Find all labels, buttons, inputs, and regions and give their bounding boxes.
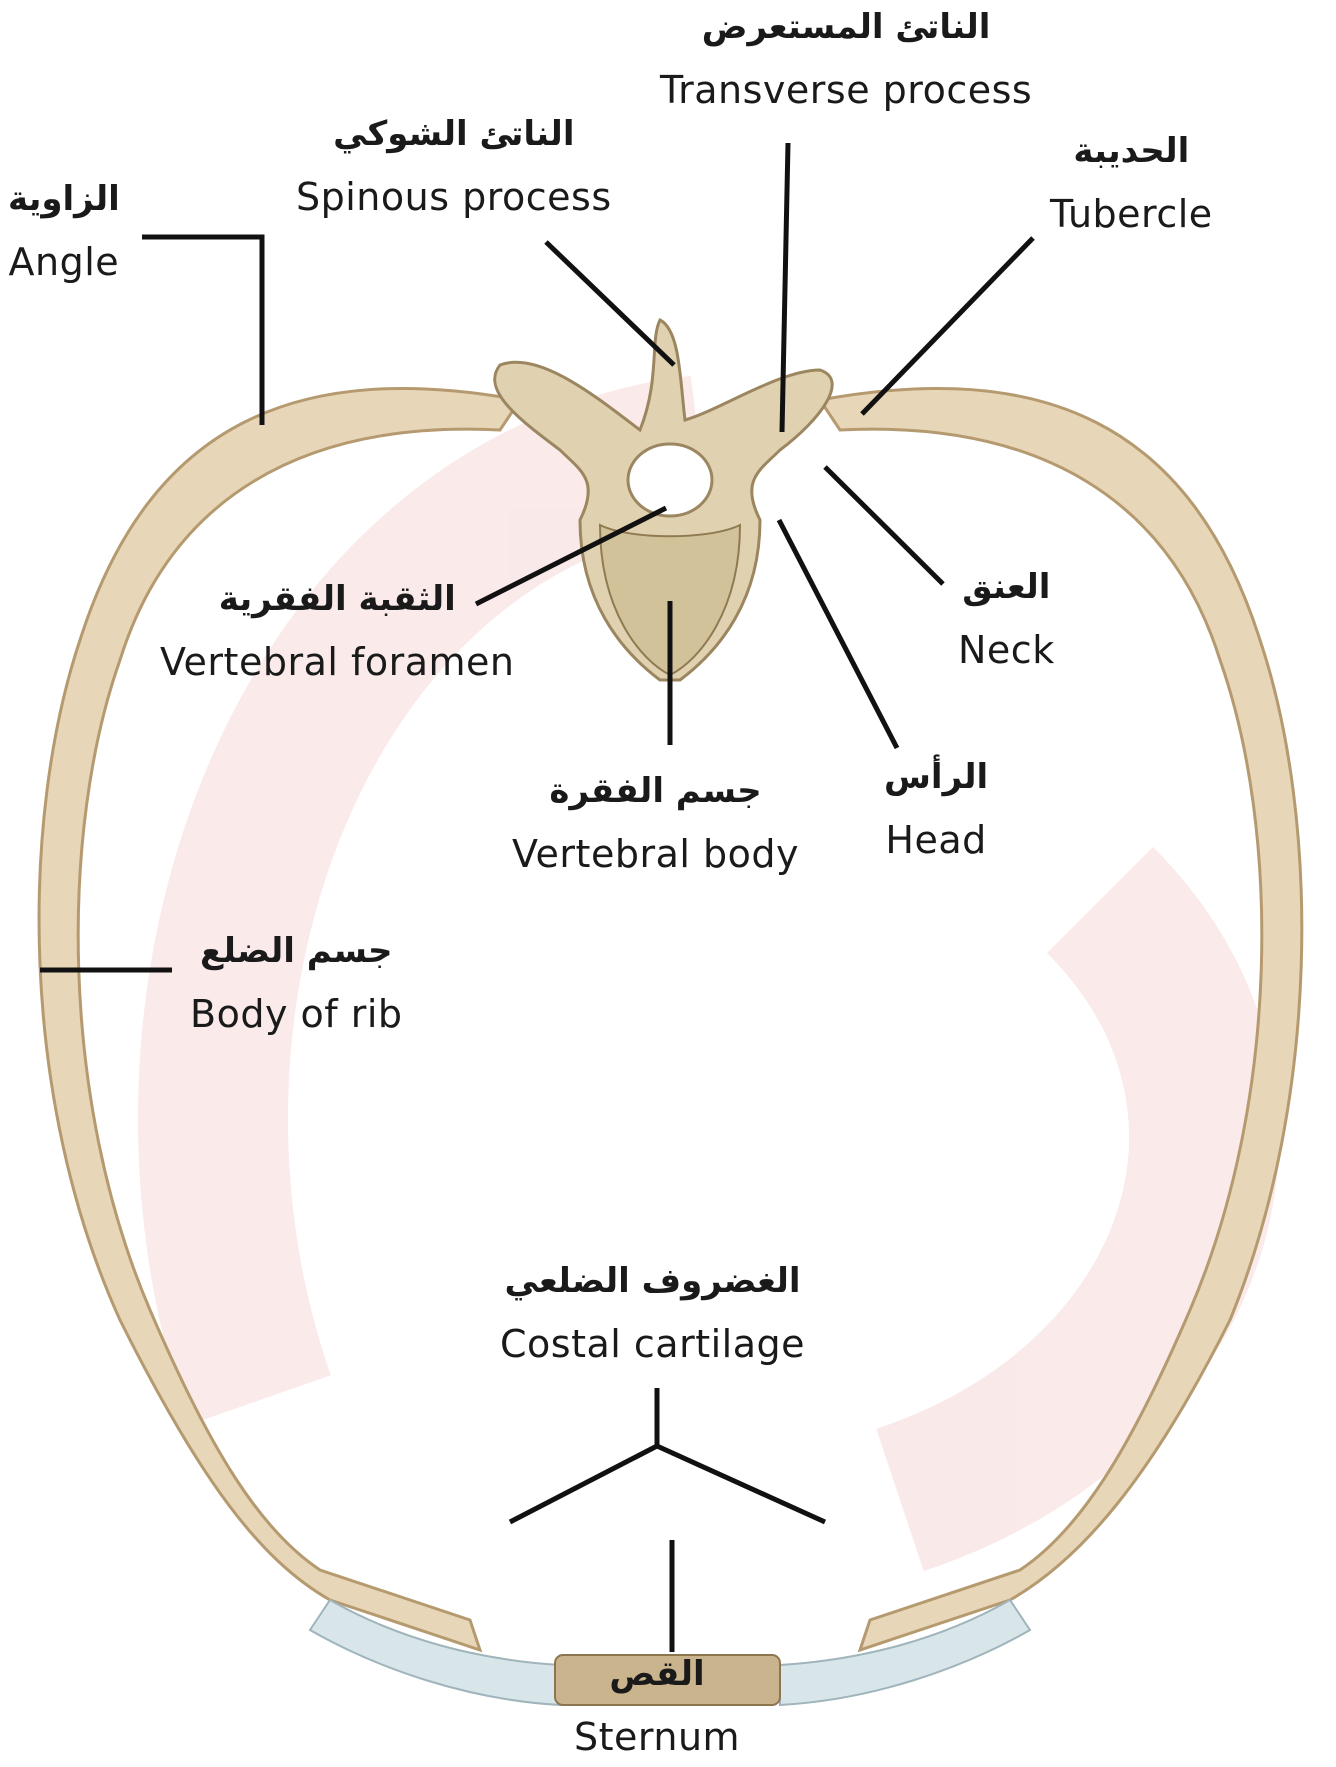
leader-costal [510,1388,825,1522]
leader-angle [142,237,262,425]
spinous-process-english: Spinous process [296,176,612,220]
costal-cartilage-arabic: الغضروف الضلعي [500,1262,805,1301]
angle-arabic: الزاوية [8,180,120,219]
leader-head [779,520,897,748]
sternum-arabic: القص [574,1655,740,1694]
label-vertebral-foramen: الثقبة الفقرية Vertebral foramen [160,580,515,685]
leader-neck [825,467,943,584]
tubercle-english: Tubercle [1050,193,1213,237]
label-neck: العنق Neck [958,568,1055,673]
leader-spinous [546,242,674,365]
label-body-of-rib: جسم الضلع Body of rib [190,932,403,1037]
label-tubercle: الحديبة Tubercle [1050,132,1213,237]
vertebral-foramen-english: Vertebral foramen [160,641,515,685]
label-sternum: القص Sternum [574,1655,740,1760]
angle-english: Angle [8,241,120,285]
neck-arabic: العنق [958,568,1055,607]
label-head: الرأس Head [884,758,988,863]
sternum-english: Sternum [574,1716,740,1760]
label-spinous-process: الناتئ الشوكي Spinous process [296,115,612,220]
body-of-rib-arabic: جسم الضلع [190,932,403,971]
costal-cartilage-english: Costal cartilage [500,1323,805,1367]
label-costal-cartilage: الغضروف الضلعي Costal cartilage [500,1262,805,1367]
tubercle-arabic: الحديبة [1050,132,1213,171]
neck-english: Neck [958,629,1055,673]
label-vertebral-body: جسم الفقرة Vertebral body [512,772,799,877]
head-english: Head [884,819,988,863]
vertebral-body-arabic: جسم الفقرة [512,772,799,811]
vertebral-body-english: Vertebral body [512,833,799,877]
transverse-process-english: Transverse process [660,69,1032,113]
transverse-process-arabic: الناتئ المستعرض [660,8,1032,47]
spinous-process-arabic: الناتئ الشوكي [296,115,612,154]
body-of-rib-english: Body of rib [190,993,403,1037]
head-arabic: الرأس [884,758,988,797]
label-angle: الزاوية Angle [8,180,120,285]
label-transverse-process: الناتئ المستعرض Transverse process [660,8,1032,113]
vertebral-foramen-arabic: الثقبة الفقرية [160,580,515,619]
